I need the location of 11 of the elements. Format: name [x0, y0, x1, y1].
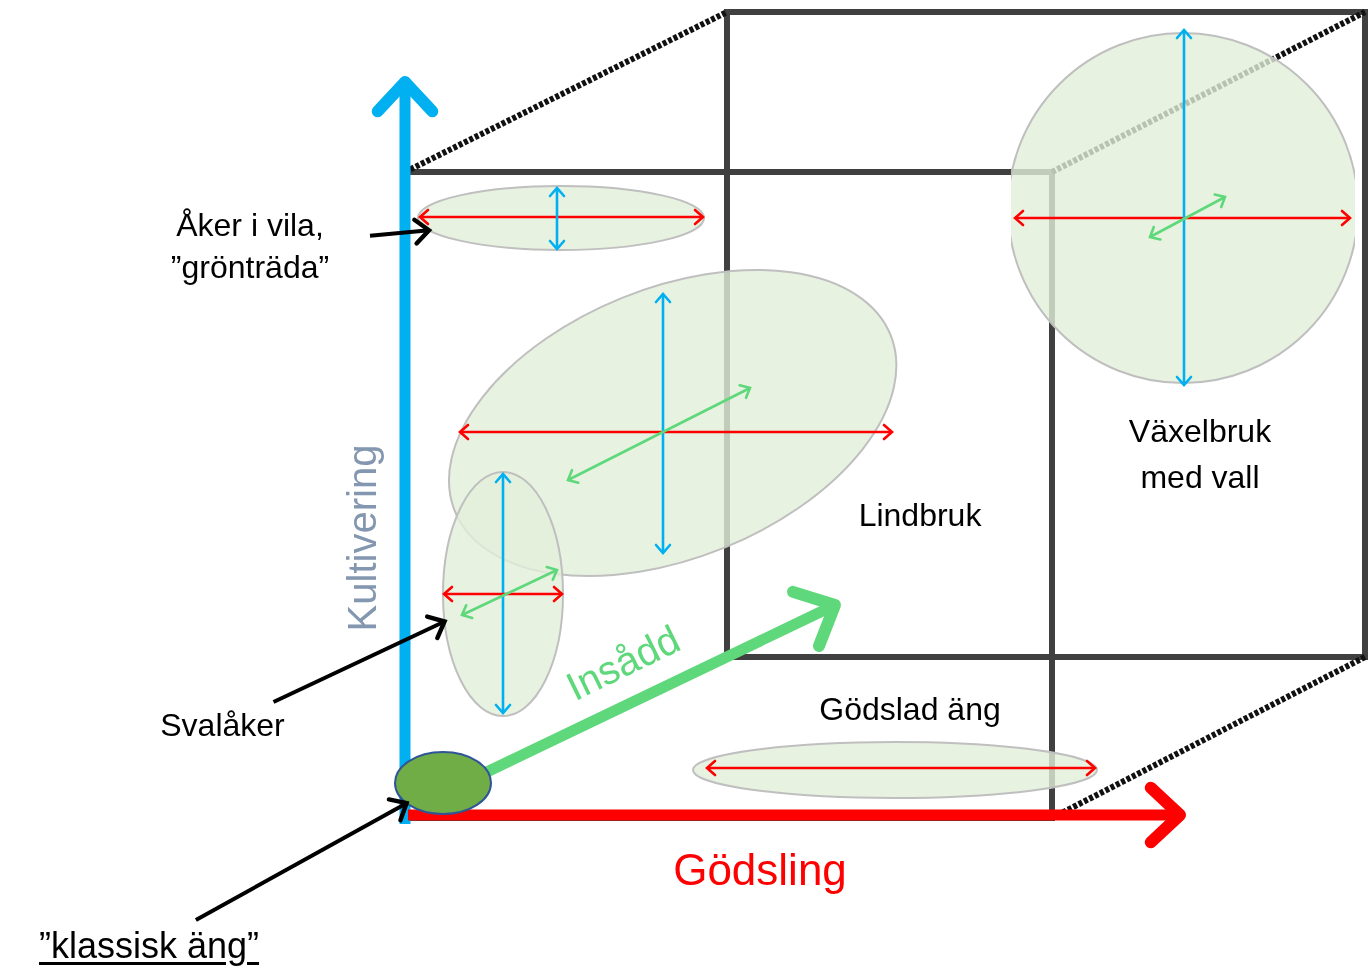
axis-label: Kultivering	[339, 444, 385, 632]
leader-arrow	[369, 217, 432, 246]
leader-arrow	[194, 797, 409, 922]
callout-text: Svalåker	[140, 702, 305, 750]
area-label: Växelbruk med vall	[1127, 412, 1273, 498]
area-label: Gödslad äng	[818, 690, 1002, 729]
area-label: Lindbruk	[857, 496, 983, 535]
leader-arrow	[272, 614, 447, 704]
axis-label: Gödsling	[673, 845, 847, 895]
callout-text: Åker i vila, ”grönträda”	[130, 196, 370, 298]
underlined-label: ”klassisk äng”	[4, 920, 294, 972]
